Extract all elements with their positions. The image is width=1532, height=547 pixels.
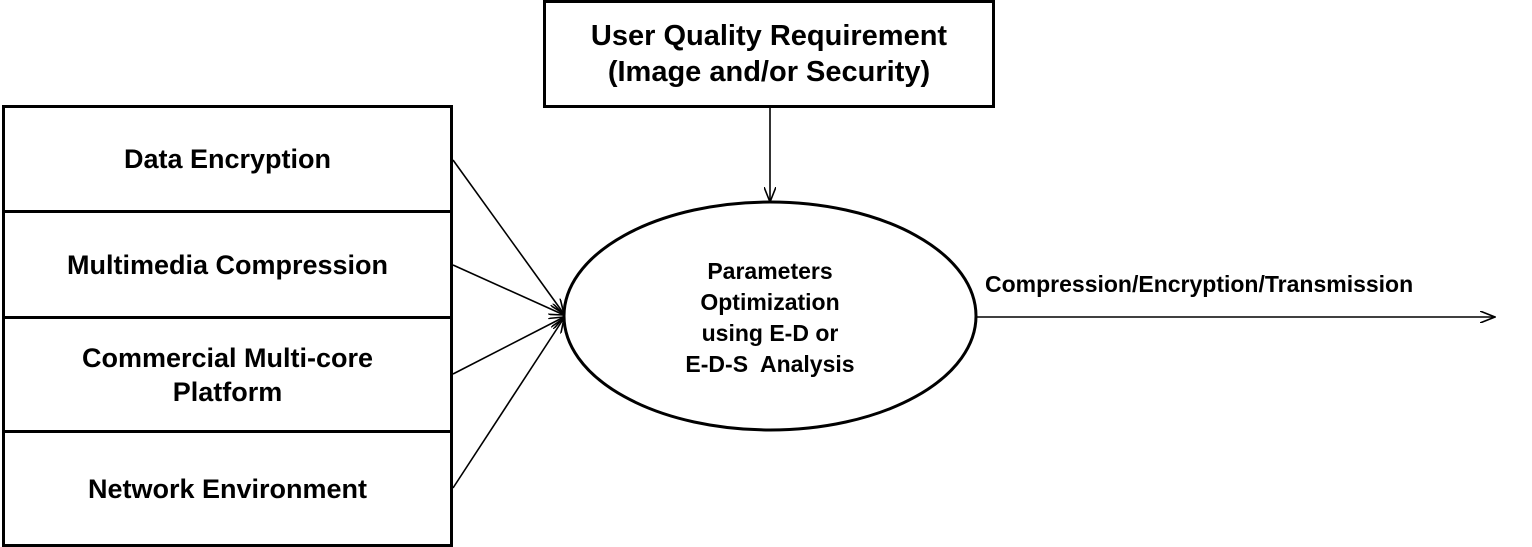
multicore-platform-box	[2, 316, 453, 433]
network-environment-label: Network Environment	[2, 430, 453, 547]
user-quality-requirement-box	[543, 0, 995, 108]
user-quality-requirement-label: User Quality Requirement (Image and/or S…	[543, 0, 995, 108]
optimization-line1: Parameters	[707, 257, 833, 284]
platform-to-optimization-arrow	[452, 317, 564, 375]
multicore-platform-text-line1: Commercial Multi-core	[81, 342, 374, 373]
optimization-line4: E-D-S Analysis	[685, 350, 855, 377]
network-environment-text: Network Environment	[87, 473, 368, 504]
user-quality-requirement-line1: User Quality Requirement	[590, 20, 948, 52]
optimization-line3: using E-D or	[701, 319, 839, 346]
data-encryption-label: Data Encryption	[2, 105, 453, 213]
data-encryption-text: Data Encryption	[123, 144, 332, 174]
compression-to-optimization-arrow	[452, 264, 564, 315]
encryption-to-optimization-arrow	[452, 159, 564, 314]
output-label: Compression/Encryption/Transmission	[985, 271, 1414, 297]
multimedia-compression-label: Multimedia Compression	[2, 210, 453, 319]
data-encryption-box	[2, 105, 453, 213]
multicore-platform-label: Commercial Multi-core Platform	[2, 316, 453, 433]
network-to-optimization-arrow	[452, 318, 564, 489]
network-environment-box	[2, 430, 453, 547]
multicore-platform-text-line2: Platform	[172, 376, 283, 407]
multimedia-compression-text: Multimedia Compression	[66, 249, 389, 280]
optimization-line2: Optimization	[700, 288, 840, 315]
optimization-label: Parameters Optimization using E-D or E-D…	[640, 255, 900, 380]
user-quality-requirement-line2: (Image and/or Security)	[607, 56, 931, 88]
